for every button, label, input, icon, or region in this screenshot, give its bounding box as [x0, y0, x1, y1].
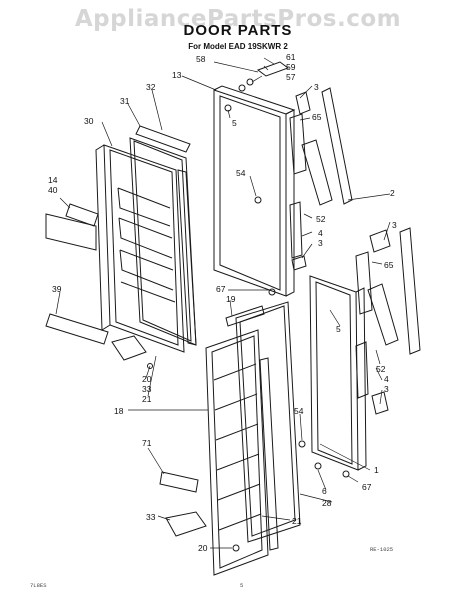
part-label: 31 [120, 96, 130, 106]
diagram-title: DOOR PARTS [183, 22, 293, 39]
part-label: 3 [392, 220, 397, 230]
part-label: 59 [286, 62, 296, 72]
part-label: 33 [142, 384, 152, 394]
part-label: 52 [376, 364, 386, 374]
screw-67 [268, 288, 276, 296]
part-label: 54 [236, 168, 246, 178]
part-label: 20 [198, 543, 208, 553]
part-label: 67 [216, 284, 226, 294]
dairy-door-71 [159, 471, 199, 493]
part-labels: 61 59 57 58 13 3 32 31 5 65 30 14 40 54 … [48, 52, 397, 553]
leader-lines [55, 57, 391, 549]
freezer-door [95, 144, 185, 353]
top-hinge-assembly [238, 61, 311, 115]
diagram-code: RE-1025 [370, 546, 394, 553]
part-label: 1 [374, 465, 379, 475]
part-label: 6 [322, 486, 327, 496]
lower-shelf-39 [45, 313, 109, 345]
part-label: 61 [286, 52, 296, 62]
part-label: 71 [142, 438, 152, 448]
part-label: 65 [312, 112, 322, 122]
page-code: 7L8ES [30, 582, 47, 589]
fresh-food-breaker-strip [225, 305, 265, 327]
part-label: 4 [384, 374, 389, 384]
part-label: 14 [48, 175, 58, 185]
part-label: 21 [292, 516, 302, 526]
part-label: 28 [322, 498, 332, 508]
part-label: 5 [232, 118, 237, 128]
part-label: 3 [384, 384, 389, 394]
part-label: 21 [142, 394, 152, 404]
part-label: 2 [390, 188, 395, 198]
screw-54 [254, 196, 262, 204]
part-label: 32 [146, 82, 156, 92]
screw-6 [314, 462, 322, 470]
page-number: 5 [240, 582, 244, 589]
part-label: 57 [286, 72, 296, 82]
freezer-breaker-strip [135, 125, 191, 153]
part-label: 40 [48, 185, 58, 195]
fresh-food-outer-door-panel [309, 275, 367, 471]
freezer-outer-door-panel [213, 85, 296, 297]
part-label: 33 [146, 512, 156, 522]
part-label: 19 [226, 294, 236, 304]
part-label: 67 [362, 482, 372, 492]
shelf-bracket-33 [111, 335, 147, 361]
site-watermark: AppliancePartsPros.com [74, 6, 402, 32]
shelf-insert-14 [45, 213, 97, 251]
fresh-food-handle [355, 227, 421, 415]
part-label: 18 [114, 406, 124, 416]
shelf-bracket-33-lower [165, 511, 207, 537]
part-label: 52 [316, 214, 326, 224]
fresh-food-seal-strip [259, 357, 279, 551]
part-label: 3 [318, 238, 323, 248]
freezer-door-seal-strip [177, 169, 197, 346]
freezer-handle [289, 87, 353, 271]
screw-20-upper [147, 363, 153, 369]
model-subtitle: For Model EAD 19SKWR 2 [188, 42, 288, 51]
part-label: 39 [52, 284, 62, 294]
screw-67-lower [342, 470, 350, 478]
screw-20 [232, 544, 240, 552]
part-label: 30 [84, 116, 94, 126]
part-label: 4 [318, 228, 323, 238]
part-label: 5 [336, 324, 341, 334]
part-label: 65 [384, 260, 394, 270]
part-label: 58 [196, 54, 206, 64]
part-label: 54 [294, 406, 304, 416]
shelf-cover-40 [65, 203, 99, 227]
part-label: 3 [314, 82, 319, 92]
screw-54-lower [298, 440, 306, 448]
part-label: 20 [142, 374, 152, 384]
part-label: 13 [172, 70, 182, 80]
fresh-food-door-gasket [235, 301, 301, 543]
